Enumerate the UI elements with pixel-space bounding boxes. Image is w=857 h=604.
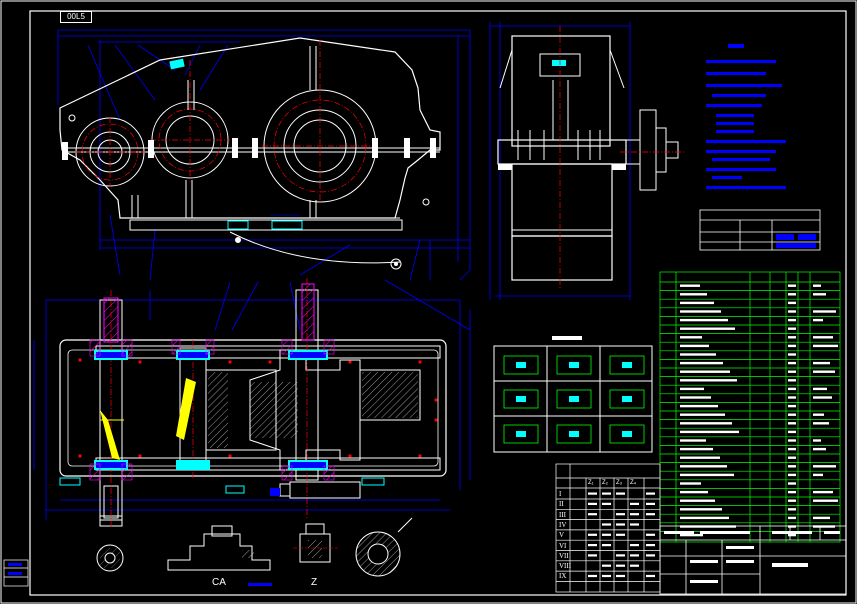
gear-parameter-table [555,463,661,593]
title-block-entries [664,531,840,583]
title-block [659,525,847,595]
gear-table-row-numeral: V [559,531,565,540]
section-label-z: Z [311,577,318,588]
gear-table-header: Z₃ [616,480,623,486]
front-view [57,29,471,331]
gear-table-row-numeral: VII [559,551,569,560]
drawing-number-tag: 00L5 [60,11,92,23]
gear-table-row-numeral: IX [559,572,567,581]
gear-table-row-numeral: III [559,510,566,519]
gear-table-row-numeral: I [559,490,562,498]
gear-table-header: Z₄ [630,480,637,486]
bearing-detail-grid [493,336,653,453]
spec-table [699,209,821,251]
gear-table-header: Z₁ [588,480,594,486]
parts-list-entries [680,284,838,537]
gear-table-row-numeral: II [559,500,564,509]
section-label-ca: CA [212,577,226,588]
side-view [489,22,685,300]
revision-strip [3,559,29,587]
gear-table-row-numeral: IV [559,520,567,529]
gear-parameter-entries [588,492,655,578]
gear-table-row-numeral: VI [559,541,567,550]
section-detail-views [96,517,413,586]
gear-table-row-numeral: VIII [559,562,572,571]
gear-table-header: Z₂ [602,480,608,486]
top-section-view [33,278,471,528]
technical-requirements-notes [706,44,786,189]
parts-list-table [659,271,841,543]
